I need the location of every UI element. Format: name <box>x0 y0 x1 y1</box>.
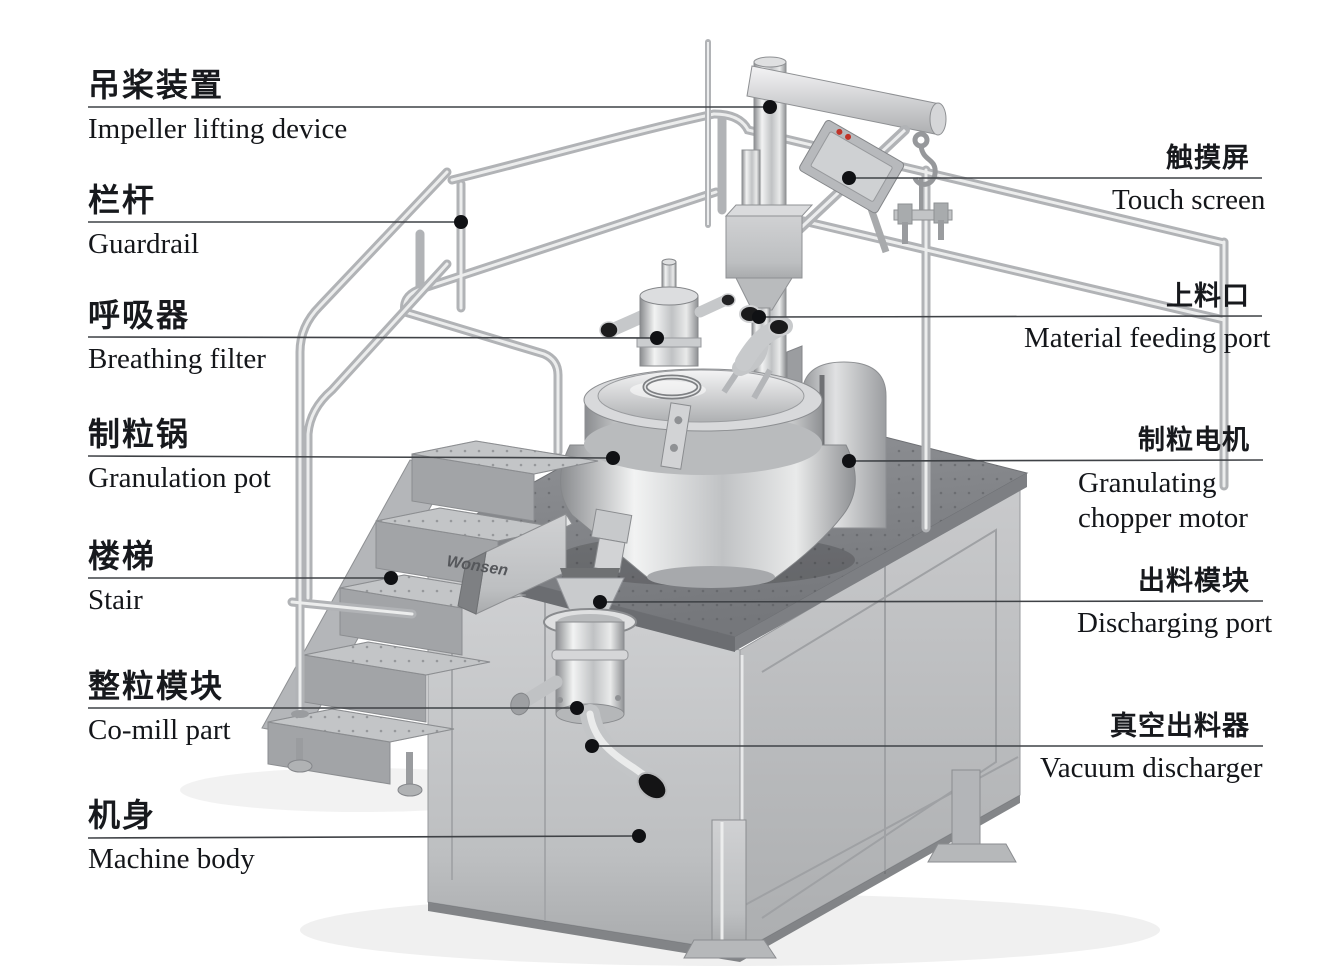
label-zh: 制粒电机 <box>1138 425 1250 455</box>
label-en: Granulation pot <box>88 462 271 494</box>
anchor-dot-guardrail <box>454 215 468 229</box>
label-zh: 楼梯 <box>88 538 157 574</box>
leader-line-material-feeding-port <box>758 315 1263 318</box>
breathing-filter-graphic <box>599 258 736 367</box>
touch-screen-graphic <box>799 119 905 254</box>
leader-line-granulation-pot <box>87 455 614 459</box>
label-zh: 触摸屏 <box>1166 143 1250 173</box>
label-en: Material feeding port <box>1024 322 1271 354</box>
stair-feet <box>287 738 423 797</box>
label-zh: 整粒模块 <box>88 668 225 704</box>
label-en: Vacuum discharger <box>1040 752 1263 784</box>
anchor-dot-vacuum-discharger <box>585 739 599 753</box>
touch-screen-red-button <box>836 128 843 135</box>
anchor-dot-granulating-chopper-motor <box>842 454 856 468</box>
label-en: Guardrail <box>88 228 200 260</box>
anchor-dot-granulation-pot <box>606 451 620 465</box>
anchor-dot-impeller-lifting-device <box>763 100 777 114</box>
label-zh: 呼吸器 <box>88 297 191 333</box>
label-en: Touch screen <box>1112 184 1266 216</box>
label-zh: 真空出料器 <box>1110 711 1250 741</box>
machine-leg-right <box>927 769 1017 863</box>
label-zh: 出料模块 <box>1138 566 1250 596</box>
label-zh: 栏杆 <box>88 182 157 218</box>
leader-line-machine-body <box>87 835 640 839</box>
label-en: Co-mill part <box>88 714 231 746</box>
leader-line-granulating-chopper-motor <box>848 459 1264 462</box>
label-en: Impeller lifting device <box>88 113 348 145</box>
anchor-dot-breathing-filter <box>650 331 664 345</box>
feed-chute-assembly <box>724 149 814 345</box>
machine-leg-front <box>683 819 777 959</box>
lifting-hook <box>912 131 938 212</box>
leader-lines <box>87 106 1264 839</box>
label-zh: 机身 <box>88 797 157 833</box>
leader-line-discharging-port <box>599 600 1264 603</box>
label-zh: 制粒锅 <box>88 416 191 452</box>
discharge-assembly-graphic <box>510 568 668 801</box>
label-zh: 吊桨装置 <box>88 67 225 103</box>
material-feeding-port-graphic <box>732 305 793 376</box>
label-zh: 上料口 <box>1166 281 1250 311</box>
anchor-dot-material-feeding-port <box>752 310 766 324</box>
lid-clamp-latch <box>660 402 692 470</box>
anchor-dot-co-mill-part <box>570 701 584 715</box>
label-en: Stair <box>88 584 143 616</box>
label-en: Breathing filter <box>88 343 266 375</box>
anchor-dots <box>384 100 856 843</box>
anchor-dot-stair <box>384 571 398 585</box>
guardrail-graphic <box>400 109 1229 533</box>
label-en: Granulating chopper motor <box>1078 467 1248 534</box>
co-mill-body <box>555 621 625 715</box>
stair-graphic <box>261 440 599 797</box>
label-en: Machine body <box>88 843 255 875</box>
touch-screen-red-button <box>845 133 852 140</box>
anchor-dot-discharging-port <box>593 595 607 609</box>
anchor-dot-machine-body <box>632 829 646 843</box>
label-en: Discharging port <box>1077 607 1273 639</box>
leader-line-breathing-filter <box>87 336 658 339</box>
granulation-pot-graphic <box>555 360 856 588</box>
anchor-dot-touch-screen <box>842 171 856 185</box>
stair-handrail-graphic <box>287 167 452 718</box>
side-chute-graphic <box>457 513 573 615</box>
